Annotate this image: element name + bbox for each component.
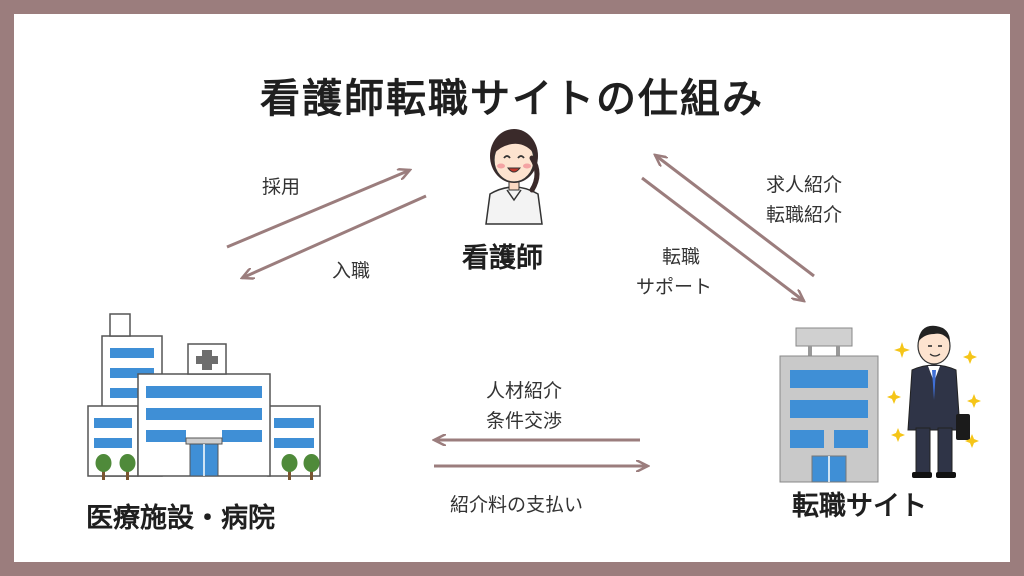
edge-label-job-intro-2: 転職紹介 bbox=[766, 204, 843, 226]
edge-label-fee: 紹介料の支払い bbox=[450, 494, 584, 516]
node-label-hospital: 医療施設・病院 bbox=[86, 503, 275, 534]
edge-label-talent-2: 条件交渉 bbox=[486, 410, 563, 432]
edge-label-support-1: 転職 bbox=[662, 246, 701, 268]
edge-label-talent-1: 人材紹介 bbox=[486, 380, 563, 402]
arrow-site-to-nurse bbox=[655, 155, 815, 278]
edge-label-job-intro-1: 求人紹介 bbox=[766, 174, 843, 196]
edge-label-join: 入職 bbox=[332, 260, 371, 282]
node-label-nurse: 看護師 bbox=[462, 243, 543, 274]
nurse-illustration bbox=[485, 129, 543, 225]
job-site-illustration bbox=[779, 325, 981, 483]
edge-label-hire: 採用 bbox=[262, 176, 301, 198]
arrow-hospital-to-nurse bbox=[226, 170, 410, 249]
diagram-title: 看護師転職サイトの仕組み bbox=[260, 76, 764, 122]
hospital-illustration bbox=[87, 313, 321, 480]
arrow-nurse-to-hospital bbox=[242, 194, 427, 278]
arrow-nurse-to-site bbox=[641, 176, 804, 301]
arrow-layer bbox=[226, 14, 815, 562]
diagram-canvas: 看護師転職サイトの仕組み 採用 入職 求人紹介 転職紹介 転職 サポート 人材紹… bbox=[14, 14, 1010, 562]
node-label-job-site: 転職サイト bbox=[792, 491, 927, 522]
edge-label-support-2: サポート bbox=[636, 276, 713, 298]
